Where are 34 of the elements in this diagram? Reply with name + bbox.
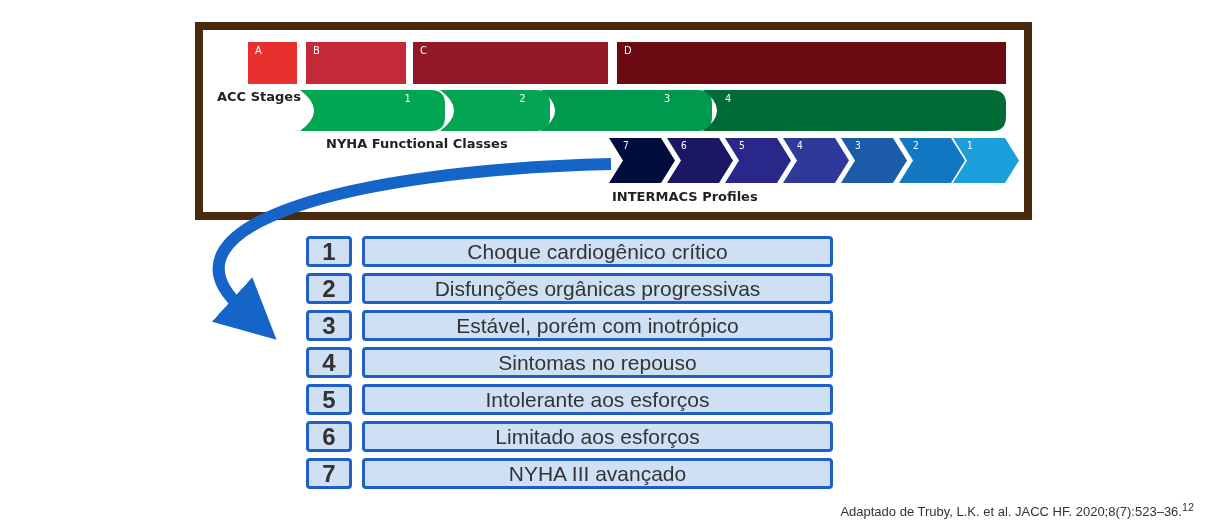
profile-description-bar: Disfunções orgânicas progressivas xyxy=(362,273,833,304)
profile-description-bar: Limitado aos esforços xyxy=(362,421,833,452)
number-tile: 1 xyxy=(306,236,352,267)
number-tile: 3 xyxy=(306,310,352,341)
profile-description-bar: Choque cardiogênico crítico xyxy=(362,236,833,267)
profile-number: 1 xyxy=(967,140,973,151)
class-number: 2 xyxy=(519,92,526,105)
class-number: 4 xyxy=(725,92,732,105)
class-number: 1 xyxy=(404,92,411,105)
source-caption: Adaptado de Truby, L.K. et al. JACC HF. 2020;8(7):523–36.$^{12}$ xyxy=(840,501,1194,520)
profile-number: 3 xyxy=(855,140,861,151)
group-label: ACC Stages xyxy=(217,89,301,104)
profile-number: 5 xyxy=(739,140,745,151)
stage-letter: B xyxy=(313,44,320,57)
profile-number: 2 xyxy=(913,140,919,151)
number-tile: 2 xyxy=(306,273,352,304)
number-tile: 6 xyxy=(306,421,352,452)
group-label: INTERMACS Profiles xyxy=(612,189,758,204)
frame-border xyxy=(195,22,1032,220)
profile-description-bar: Sintomas no repouso xyxy=(362,347,833,378)
profile-description-bar: Intolerante aos esforços xyxy=(362,384,833,415)
profile-description-bar: Estável, porém com inotrópico xyxy=(362,310,833,341)
stage-letter: D xyxy=(624,44,632,57)
number-tile: 7 xyxy=(306,458,352,489)
profile-description-bar: NYHA III avançado xyxy=(362,458,833,489)
number-tile: 5 xyxy=(306,384,352,415)
number-tile: 4 xyxy=(306,347,352,378)
class-number: 3 xyxy=(664,92,671,105)
profile-number: 6 xyxy=(681,140,687,151)
stage-letter: A xyxy=(255,44,262,57)
group-label: NYHA Functional Classes xyxy=(326,136,508,151)
profile-number: 4 xyxy=(797,140,803,151)
profile-number: 7 xyxy=(623,140,629,151)
stage-letter: C xyxy=(420,44,427,57)
